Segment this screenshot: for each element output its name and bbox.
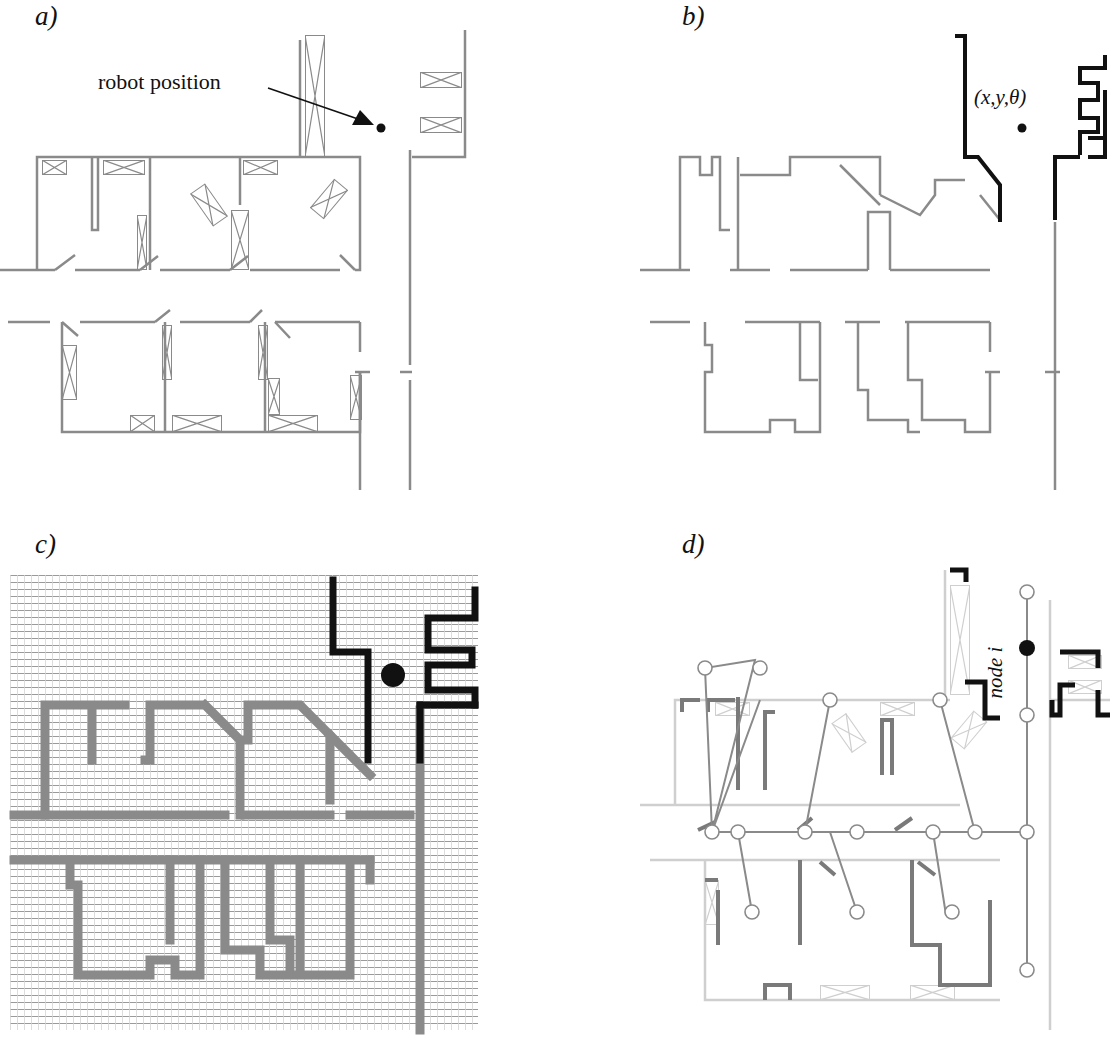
occupancy-grid — [10, 575, 478, 1030]
panel-letter: d) — [682, 530, 705, 560]
faint-plan — [640, 570, 1110, 1030]
occupied-cells — [14, 705, 420, 1030]
panel-letter: a) — [35, 2, 58, 32]
observed-walls-bold — [950, 570, 1110, 718]
robot-dot — [377, 124, 386, 133]
pose-label: (x,y,θ) — [974, 86, 1026, 109]
furniture — [42, 35, 462, 432]
faint-furniture — [705, 585, 1102, 1000]
leader-line — [268, 88, 358, 119]
graph-node — [698, 585, 1034, 977]
callout-label: robot position — [98, 70, 221, 94]
feature-map — [640, 157, 1060, 490]
arrow-head — [352, 110, 374, 125]
robot-dot — [381, 663, 405, 687]
panel-letter: c) — [35, 530, 56, 560]
panel-letter: b) — [682, 2, 705, 32]
current-node — [1019, 640, 1035, 656]
floor-plan — [0, 30, 465, 490]
feature-map-bold — [955, 36, 1105, 222]
robot-dot — [1018, 124, 1027, 133]
occupied-cells-bold — [333, 580, 475, 760]
node-label: node i — [984, 647, 1007, 699]
topological-graph — [705, 590, 1027, 970]
